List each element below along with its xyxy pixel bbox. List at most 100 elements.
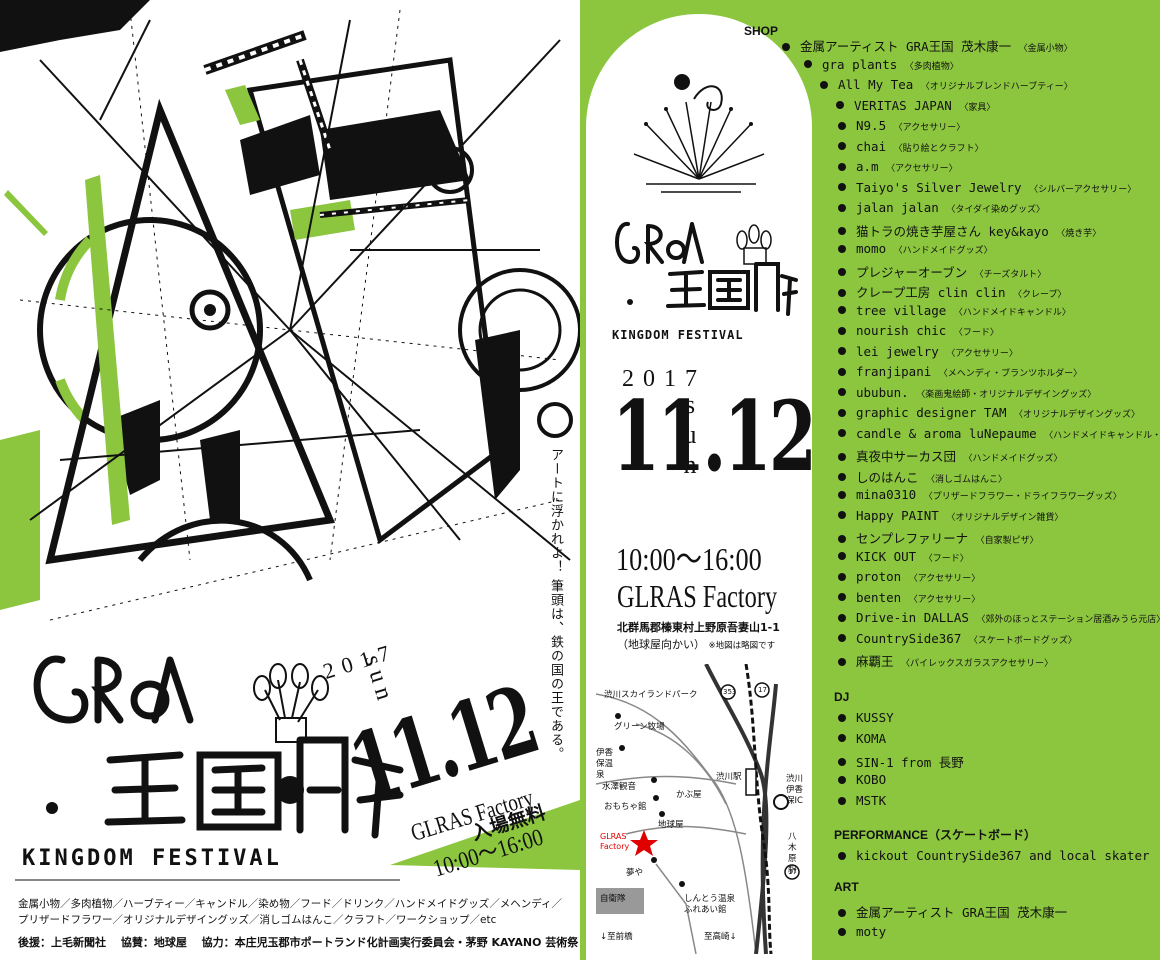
dj-name: MSTK xyxy=(856,793,887,809)
map-label-onsen: しんとう温泉ふれあい館 xyxy=(684,894,736,915)
bullet-dot-icon xyxy=(838,511,846,519)
shop-name: chai xyxy=(856,138,887,154)
shop-category: 〈ハンドメイドキャンドル・サシェ〉 xyxy=(1044,430,1160,441)
shop-name: 真夜中サーカス団 xyxy=(856,449,957,464)
venue-address-note: （地球屋向かい） ※地図は略図です xyxy=(617,638,776,651)
shop-category: 〈プリザードフラワー・ドライフラワーグッズ〉 xyxy=(923,492,1122,502)
shop-section-title: SHOP xyxy=(744,24,779,38)
shop-name: proton xyxy=(856,569,902,584)
center-year: 2017 xyxy=(622,366,706,392)
bullet-dot-icon xyxy=(838,613,846,622)
bullet-dot-icon xyxy=(804,60,812,68)
bullet-dot-icon xyxy=(838,452,846,461)
map-venue-label: GLRAS Factory xyxy=(600,832,630,851)
shop-item: candle & aroma luNepaume 〈ハンドメイドキャンドル・サシ… xyxy=(838,426,1160,441)
shop-name: lei jewelry xyxy=(856,343,939,359)
venue-address: 北群馬郡榛東村上野原吾妻山1-1 xyxy=(617,621,780,634)
bullet-dot-icon xyxy=(838,734,846,743)
shop-item: 金属アーティスト GRA王国 茂木康一 〈金属小物〉 xyxy=(782,36,1073,55)
map-label-yagihara: 八木原駅 xyxy=(788,832,797,875)
shop-category: 〈メヘンディ・ブランツホルダー〉 xyxy=(938,369,1083,379)
shop-category: 〈クレープ〉 xyxy=(1013,290,1067,300)
bullet-dot-icon xyxy=(838,908,846,917)
bullet-dot-icon xyxy=(838,306,846,314)
shop-name: jalan jalan xyxy=(856,200,939,215)
dj-name: KOBO xyxy=(856,772,887,788)
bullet-dot-icon xyxy=(838,634,846,642)
map-label-ikaho: 伊香保温泉 xyxy=(596,748,614,780)
map-label-green-farm: グリーン牧場 xyxy=(614,722,665,732)
bullet-dot-icon xyxy=(838,429,846,437)
dj-name: SIN-1 from 長野 xyxy=(856,754,964,770)
shop-name: 麻覇王 xyxy=(856,654,894,669)
access-map xyxy=(596,664,800,954)
shop-category: 〈オリジナルブレンドハーブティー〉 xyxy=(920,82,1073,92)
shop-name: Drive-in DALLAS xyxy=(856,610,969,625)
shop-category: 〈ハンドメイドグッズ〉 xyxy=(963,454,1063,464)
dj-item: KUSSY xyxy=(838,710,894,725)
dj-name: KOMA xyxy=(856,730,887,746)
poster-logo-text: KINGDOM FESTIVAL xyxy=(22,846,282,871)
bullet-dot-icon xyxy=(838,183,846,191)
shop-category: 〈消しゴムはんこ〉 xyxy=(926,474,1008,485)
center-time: 10:00〜16:00 xyxy=(616,541,762,577)
shop-category: 〈パイレックスガラスアクセサリー〉 xyxy=(901,659,1054,669)
map-label-kabuya: かぶ屋 xyxy=(676,790,702,800)
bullet-dot-icon xyxy=(782,42,790,51)
shop-category: 〈オリジナルデザイン雑貨〉 xyxy=(946,512,1064,523)
shop-category: 〈楽画鬼絵師・オリジナルデザイングッズ〉 xyxy=(916,389,1097,400)
bullet-dot-icon xyxy=(838,552,846,560)
shop-name: nourish chic xyxy=(856,323,947,338)
bullet-dot-icon xyxy=(838,244,846,253)
bullet-dot-icon xyxy=(838,142,846,150)
shop-category: 〈フード〉 xyxy=(953,328,999,338)
bullet-dot-icon xyxy=(838,347,846,355)
shop-name: gra plants xyxy=(822,56,898,72)
shop-item: 猫トラの焼き芋屋さん key&kayo 〈焼き芋〉 xyxy=(838,221,1101,240)
shop-name: graphic designer TAM xyxy=(856,405,1007,420)
shop-category: 〈シルバーアクセサリー〉 xyxy=(1029,184,1137,195)
shop-name: Happy PAINT xyxy=(856,507,939,523)
sketch-artwork xyxy=(0,0,580,881)
shop-category: 〈郊外のほっとステーション居酒みうら元店〉 xyxy=(976,615,1160,625)
poster-left-panel: アートに浮かれよ！ 筆頭は、鉄の国の王である。 2017 11.12 sun G… xyxy=(0,0,580,949)
shop-category: 〈焼き芋〉 xyxy=(1056,228,1102,239)
center-date: 11.12 xyxy=(612,380,817,493)
shop-name: VERITAS JAPAN xyxy=(854,97,952,113)
shop-item: センプレファリーナ 〈自家製ピザ〉 xyxy=(838,528,1039,547)
shop-name: tree village xyxy=(856,302,947,318)
genre-list-line-1: 金属小物／多肉植物／ハーブティー／キャンドル／染め物／フード／ドリンク／ハンドメ… xyxy=(18,898,563,910)
shop-name: candle & aroma luNepaume xyxy=(856,425,1037,441)
shop-name: CountrySide367 xyxy=(856,630,962,646)
map-label-jieitai: 自衛隊 xyxy=(600,894,626,904)
shop-category: 〈スケートボードグッズ〉 xyxy=(968,635,1077,646)
bullet-dot-icon xyxy=(836,101,844,109)
route-17-badge-lower: 17 xyxy=(788,868,797,876)
shop-name: benten xyxy=(856,589,902,605)
shop-name: クレープ工房 clin clin xyxy=(856,285,1006,300)
center-venue: GLRAS Factory xyxy=(617,578,778,614)
bullet-dot-icon xyxy=(838,121,846,130)
shop-name: KICK OUT xyxy=(856,548,917,564)
shop-name: プレジャーオーブン xyxy=(856,264,968,280)
dj-section-title: DJ xyxy=(834,690,850,704)
shop-item: クレープ工房 clin clin 〈クレープ〉 xyxy=(838,282,1067,301)
shop-item: Happy PAINT 〈オリジナルデザイン雑貨〉 xyxy=(838,508,1063,523)
shop-item: nourish chic 〈フード〉 xyxy=(838,323,999,338)
shop-category: 〈アクセサリー〉 xyxy=(908,594,981,605)
map-label-yumeya: 夢や xyxy=(626,868,644,878)
map-label-to-maebashi: ↓至前橋 xyxy=(600,932,633,942)
bullet-dot-icon xyxy=(838,851,846,860)
festival-logo-icon xyxy=(615,222,798,316)
shop-category: 〈自家製ピザ〉 xyxy=(975,536,1039,546)
bullet-dot-icon xyxy=(838,367,846,376)
shop-item: CountrySide367 〈スケートボードグッズ〉 xyxy=(838,631,1077,646)
shop-name: franjipani xyxy=(856,364,932,379)
sponsor-line: 後援：上毛新聞社 協賛：地球屋 協力：本庄児玉郡市ポートランド化計画実行委員会・… xyxy=(18,936,579,949)
shop-name: momo xyxy=(856,241,887,256)
map-label-shibukawa-station: 渋川駅 xyxy=(716,772,742,782)
bullet-dot-icon xyxy=(838,203,846,212)
bullet-dot-icon xyxy=(838,758,846,767)
shop-item: gra plants 〈多肉植物〉 xyxy=(804,57,959,72)
bullet-dot-icon xyxy=(838,657,846,666)
